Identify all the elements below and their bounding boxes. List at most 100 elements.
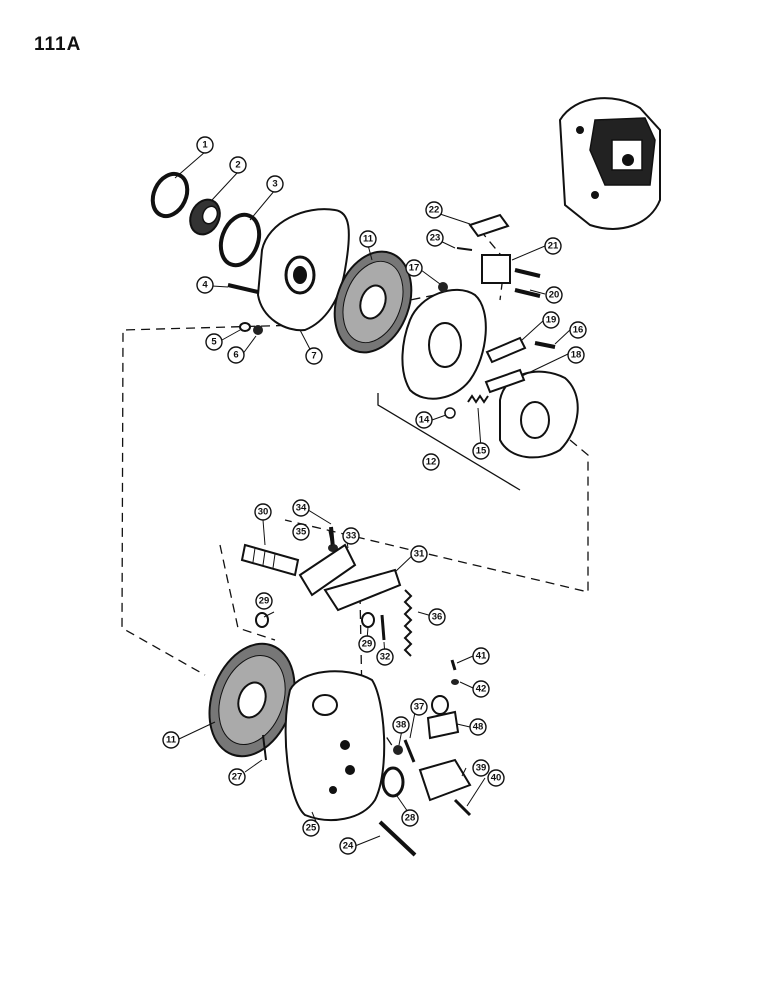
- svg-text:24: 24: [343, 841, 354, 852]
- callout-37: 37: [410, 698, 428, 716]
- svg-text:5: 5: [211, 337, 217, 348]
- callout-39: 39: [472, 759, 490, 777]
- svg-text:28: 28: [405, 813, 416, 824]
- svg-text:29: 29: [362, 639, 373, 650]
- svg-text:16: 16: [573, 325, 584, 336]
- bracket-12: [377, 393, 521, 491]
- svg-text:29: 29: [259, 596, 270, 607]
- callout-2: 4: [196, 276, 214, 294]
- callout-7: 3: [266, 175, 284, 193]
- spring-36: [403, 589, 413, 657]
- bolts-20: [514, 268, 541, 298]
- svg-text:22: 22: [429, 205, 440, 216]
- callout-32: 32: [376, 648, 394, 666]
- callout-34: 34: [292, 499, 310, 517]
- brake-disc-11-lower: [208, 642, 296, 758]
- switch-48: [426, 695, 460, 740]
- svg-text:11: 11: [166, 735, 177, 746]
- svg-text:32: 32: [380, 652, 391, 663]
- svg-text:18: 18: [571, 350, 582, 361]
- callout-25: 25: [302, 819, 320, 837]
- yoke-21: [481, 254, 511, 284]
- pin-23: [456, 247, 473, 251]
- svg-text:7: 7: [311, 351, 316, 362]
- svg-text:17: 17: [409, 263, 420, 274]
- spring-15: [467, 394, 489, 404]
- callout-18: 18: [567, 346, 585, 364]
- nut-17: [438, 282, 448, 292]
- callout-19: 19: [542, 311, 560, 329]
- callout-24: 24: [339, 837, 357, 855]
- svg-text:31: 31: [414, 549, 425, 560]
- svg-text:3: 3: [272, 179, 277, 190]
- cover-plate-1: [256, 208, 350, 332]
- svg-text:12: 12: [426, 457, 437, 468]
- callout-41: 41: [472, 647, 490, 665]
- bolt-40: [453, 798, 472, 817]
- callout-35: 35: [292, 523, 310, 541]
- ring-29-upper: [255, 612, 269, 628]
- actuator-plate-rear: [499, 370, 579, 459]
- seal-ring-5: [150, 171, 190, 219]
- washer-38: [393, 745, 403, 755]
- callout-1: 7: [305, 347, 323, 365]
- callout-6: 2: [229, 156, 247, 174]
- callout-17: 17: [405, 259, 423, 277]
- bolt-24: [378, 820, 417, 857]
- ring-29-lower: [361, 612, 375, 628]
- callout-20: 20: [545, 286, 563, 304]
- actuator-plate-front: [401, 288, 487, 400]
- callout-bubbles: 1 2 3 4 5 6 7 11 12 14 15 16 17 18 19 20…: [162, 136, 587, 855]
- svg-text:27: 27: [232, 772, 243, 783]
- svg-text:19: 19: [546, 315, 557, 326]
- cover-39: [418, 758, 472, 802]
- svg-text:14: 14: [419, 415, 430, 426]
- svg-text:48: 48: [473, 722, 484, 733]
- clevis-pin-16: [534, 341, 556, 349]
- callout-40: 40: [487, 769, 505, 787]
- svg-text:15: 15: [476, 446, 487, 457]
- callout-38: 38: [392, 716, 410, 734]
- o-ring-7: [218, 212, 262, 268]
- lever-33: [298, 543, 357, 597]
- svg-text:25: 25: [306, 823, 317, 834]
- svg-text:33: 33: [346, 531, 357, 542]
- callout-5: 1: [196, 136, 214, 154]
- callout-48: 48: [469, 718, 487, 736]
- callout-3: 5: [205, 333, 223, 351]
- bearing-6: [189, 198, 221, 236]
- callout-36: 36: [428, 608, 446, 626]
- shaft-30: [240, 543, 300, 577]
- svg-text:30: 30: [258, 507, 269, 518]
- svg-text:34: 34: [296, 503, 307, 514]
- callout-31: 31: [410, 545, 428, 563]
- pin-27: [262, 734, 267, 761]
- callout-15: 15: [472, 442, 490, 460]
- svg-text:38: 38: [396, 720, 407, 731]
- svg-text:1: 1: [202, 140, 208, 151]
- callout-28: 28: [401, 809, 419, 827]
- nut-4: [253, 325, 263, 335]
- washer-3: [239, 322, 251, 332]
- svg-text:4: 4: [202, 280, 208, 291]
- page-number: 111A: [34, 34, 82, 55]
- callout-11-upper: 11: [359, 230, 377, 248]
- washer-35: [328, 544, 338, 552]
- bolt-37: [403, 739, 416, 763]
- screw-32: [380, 614, 386, 641]
- svg-text:21: 21: [548, 241, 559, 252]
- assembled-housing-inset: [558, 97, 661, 230]
- svg-text:42: 42: [476, 684, 487, 695]
- lever-31: [323, 568, 402, 612]
- callout-42: 42: [472, 680, 490, 698]
- callout-22: 22: [425, 201, 443, 219]
- callout-30: 30: [254, 503, 272, 521]
- svg-text:35: 35: [296, 527, 307, 538]
- callout-33: 33: [342, 527, 360, 545]
- callout-4: 6: [227, 346, 245, 364]
- screw-41: [450, 659, 457, 671]
- svg-text:37: 37: [414, 702, 425, 713]
- link-19: [485, 336, 527, 364]
- callout-21: 21: [544, 237, 562, 255]
